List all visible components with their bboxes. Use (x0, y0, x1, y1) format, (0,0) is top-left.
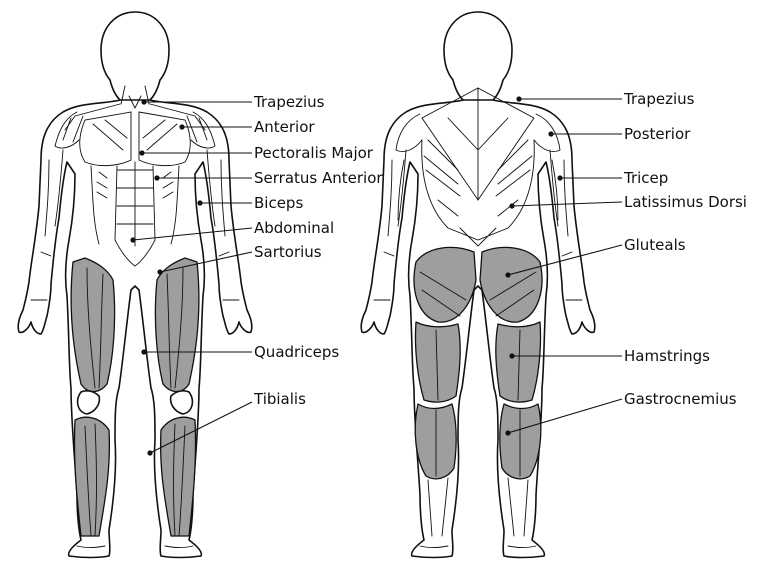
label-text: Gastrocnemius (624, 390, 737, 408)
label-text: Posterior (624, 125, 691, 143)
label-text: Trapezius (623, 90, 695, 108)
label-latissimus-dorsi: Latissimus Dorsi (509, 193, 747, 211)
label-text: Abdominal (254, 219, 334, 237)
label-trapezius-back: Trapezius (516, 90, 694, 108)
label-text: Tricep (623, 169, 668, 187)
label-text: Sartorius (254, 243, 322, 261)
label-text: Latissimus Dorsi (624, 193, 747, 211)
label-text: Anterior (254, 118, 315, 136)
label-text: Biceps (254, 194, 303, 212)
label-text: Quadriceps (254, 343, 339, 361)
label-text: Tibialis (253, 390, 306, 408)
label-text: Pectoralis Major (254, 144, 374, 162)
label-text: Gluteals (624, 236, 686, 254)
back-figure (361, 12, 595, 558)
label-text: Trapezius (253, 93, 325, 111)
label-text: Hamstrings (624, 347, 710, 365)
label-tricep: Tricep (557, 169, 668, 187)
front-figure (18, 12, 252, 558)
label-text: Serratus Anterior (254, 169, 383, 187)
